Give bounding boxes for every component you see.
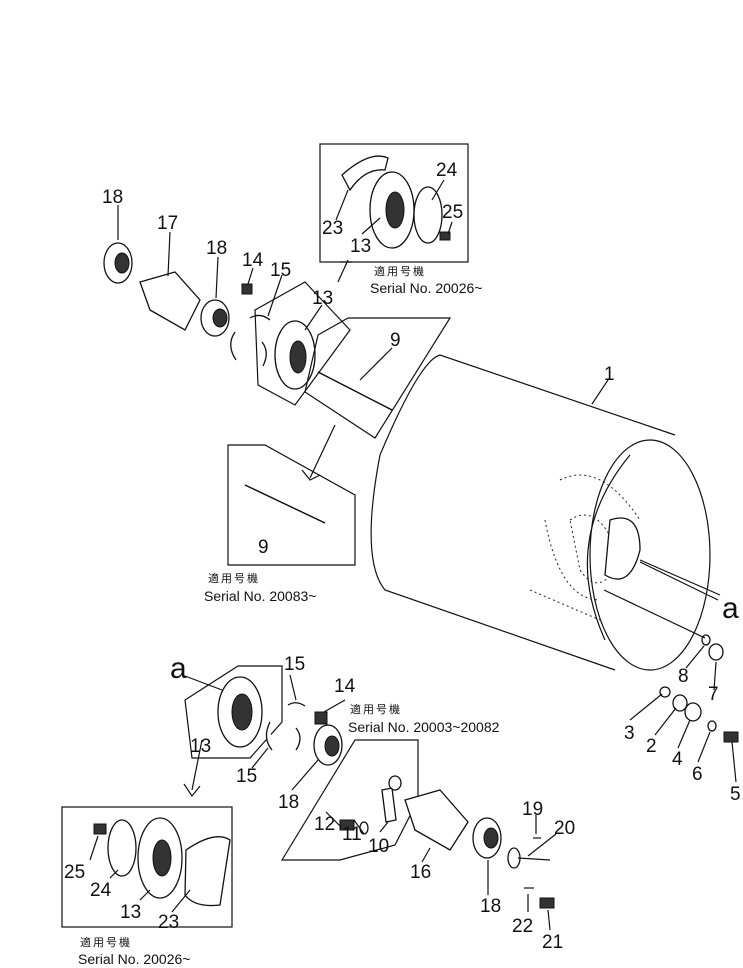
label-23-top: 23	[322, 218, 343, 239]
bolt-5	[723, 731, 739, 743]
label-18-c: 18	[278, 792, 299, 813]
ring-15-left	[230, 331, 237, 361]
label-14-upper: 14	[242, 250, 264, 271]
label-6: 6	[692, 764, 703, 785]
arrow-to-inset-top	[337, 259, 352, 283]
label-21: 21	[542, 932, 563, 953]
label-18-d: 18	[480, 896, 501, 917]
jp-note-middle: 適用号機	[208, 571, 260, 585]
washer-6	[707, 720, 717, 732]
label-7: 7	[708, 684, 719, 705]
label-13-bottom: 13	[120, 902, 141, 923]
label-9-lower: 9	[258, 537, 269, 558]
ring-segment-23-lower	[184, 836, 231, 907]
drum-part-1	[370, 354, 711, 671]
label-17: 17	[157, 213, 178, 234]
serial-top: Serial No. 20026~	[370, 280, 482, 296]
label-a-left: a	[170, 652, 187, 685]
jp-note-center: 適用号機	[350, 702, 402, 716]
label-5: 5	[730, 784, 741, 805]
label-15-lower-b: 15	[236, 766, 257, 787]
label-15-upper: 15	[270, 260, 291, 281]
label-2: 2	[646, 736, 657, 757]
plate-10	[381, 787, 397, 823]
jp-note-bottom: 適用号機	[80, 935, 132, 949]
inset-bottom	[61, 806, 233, 928]
label-3: 3	[624, 723, 635, 744]
serial-center: Serial No. 20003~20082	[348, 719, 500, 735]
inset-top	[319, 143, 469, 263]
pointer-a-left	[184, 675, 223, 691]
label-11: 11	[342, 824, 362, 845]
label-19: 19	[522, 799, 543, 820]
label-12: 12	[314, 814, 335, 835]
label-23-bottom: 23	[158, 912, 179, 933]
washer-2	[672, 694, 688, 712]
upper-assembly	[103, 242, 452, 481]
ring-15-lower-b	[265, 721, 273, 751]
ring-15-lower-c	[295, 727, 301, 751]
leader-lines	[89, 179, 737, 931]
callout-labels: 18 17 18 14 15 13 9 1 24 25 23 13 適用号機 S…	[64, 160, 741, 967]
label-18-b: 18	[206, 238, 227, 259]
serial-middle: Serial No. 20083~	[204, 588, 316, 604]
ring-segment-23	[341, 155, 389, 192]
bolt-14-lower	[314, 711, 328, 725]
motor-16	[404, 789, 469, 851]
label-1: 1	[604, 364, 615, 385]
jp-note-top: 適用号機	[374, 264, 426, 278]
ring-15-upper	[249, 314, 271, 321]
nut-4	[684, 702, 702, 722]
washer-3	[659, 686, 671, 698]
nut-7	[708, 643, 724, 661]
label-13-upper: 13	[312, 288, 333, 309]
label-18-a: 18	[102, 187, 123, 208]
bolt-25-lower	[93, 823, 107, 835]
gasket-24	[413, 186, 443, 244]
label-15-lower-a: 15	[284, 654, 305, 675]
arrow-to-inset-middle	[301, 424, 336, 481]
lower-motor-group	[404, 789, 555, 909]
gasket-24-lower	[107, 819, 137, 877]
ring-15-lower-a	[287, 702, 306, 707]
label-16: 16	[410, 862, 431, 883]
motor-17	[139, 271, 201, 331]
label-4: 4	[672, 749, 683, 770]
label-25-bottom: 25	[64, 862, 85, 883]
inset-middle	[227, 444, 356, 566]
ring-15-right	[261, 341, 267, 367]
bolt-14-upper	[241, 283, 253, 295]
label-a-right: a	[722, 592, 739, 625]
arrow-to-inset-bottom	[183, 739, 203, 798]
bolt-25	[439, 231, 451, 241]
label-22: 22	[512, 916, 533, 937]
right-hardware	[603, 559, 739, 743]
label-13-top: 13	[350, 236, 371, 257]
serial-bottom: Serial No. 20026~	[78, 951, 190, 967]
label-20: 20	[554, 818, 575, 839]
bolt-21	[539, 897, 555, 909]
lower-flange-group	[183, 665, 343, 798]
label-24-top: 24	[436, 160, 458, 181]
label-10: 10	[368, 836, 389, 857]
label-24-bottom: 24	[90, 880, 112, 901]
label-13-lower: 13	[190, 736, 211, 757]
bolt-12	[339, 819, 355, 831]
label-14-lower: 14	[334, 676, 356, 697]
label-9-upper: 9	[390, 330, 401, 351]
label-8: 8	[678, 666, 689, 687]
label-25-top: 25	[442, 202, 463, 223]
